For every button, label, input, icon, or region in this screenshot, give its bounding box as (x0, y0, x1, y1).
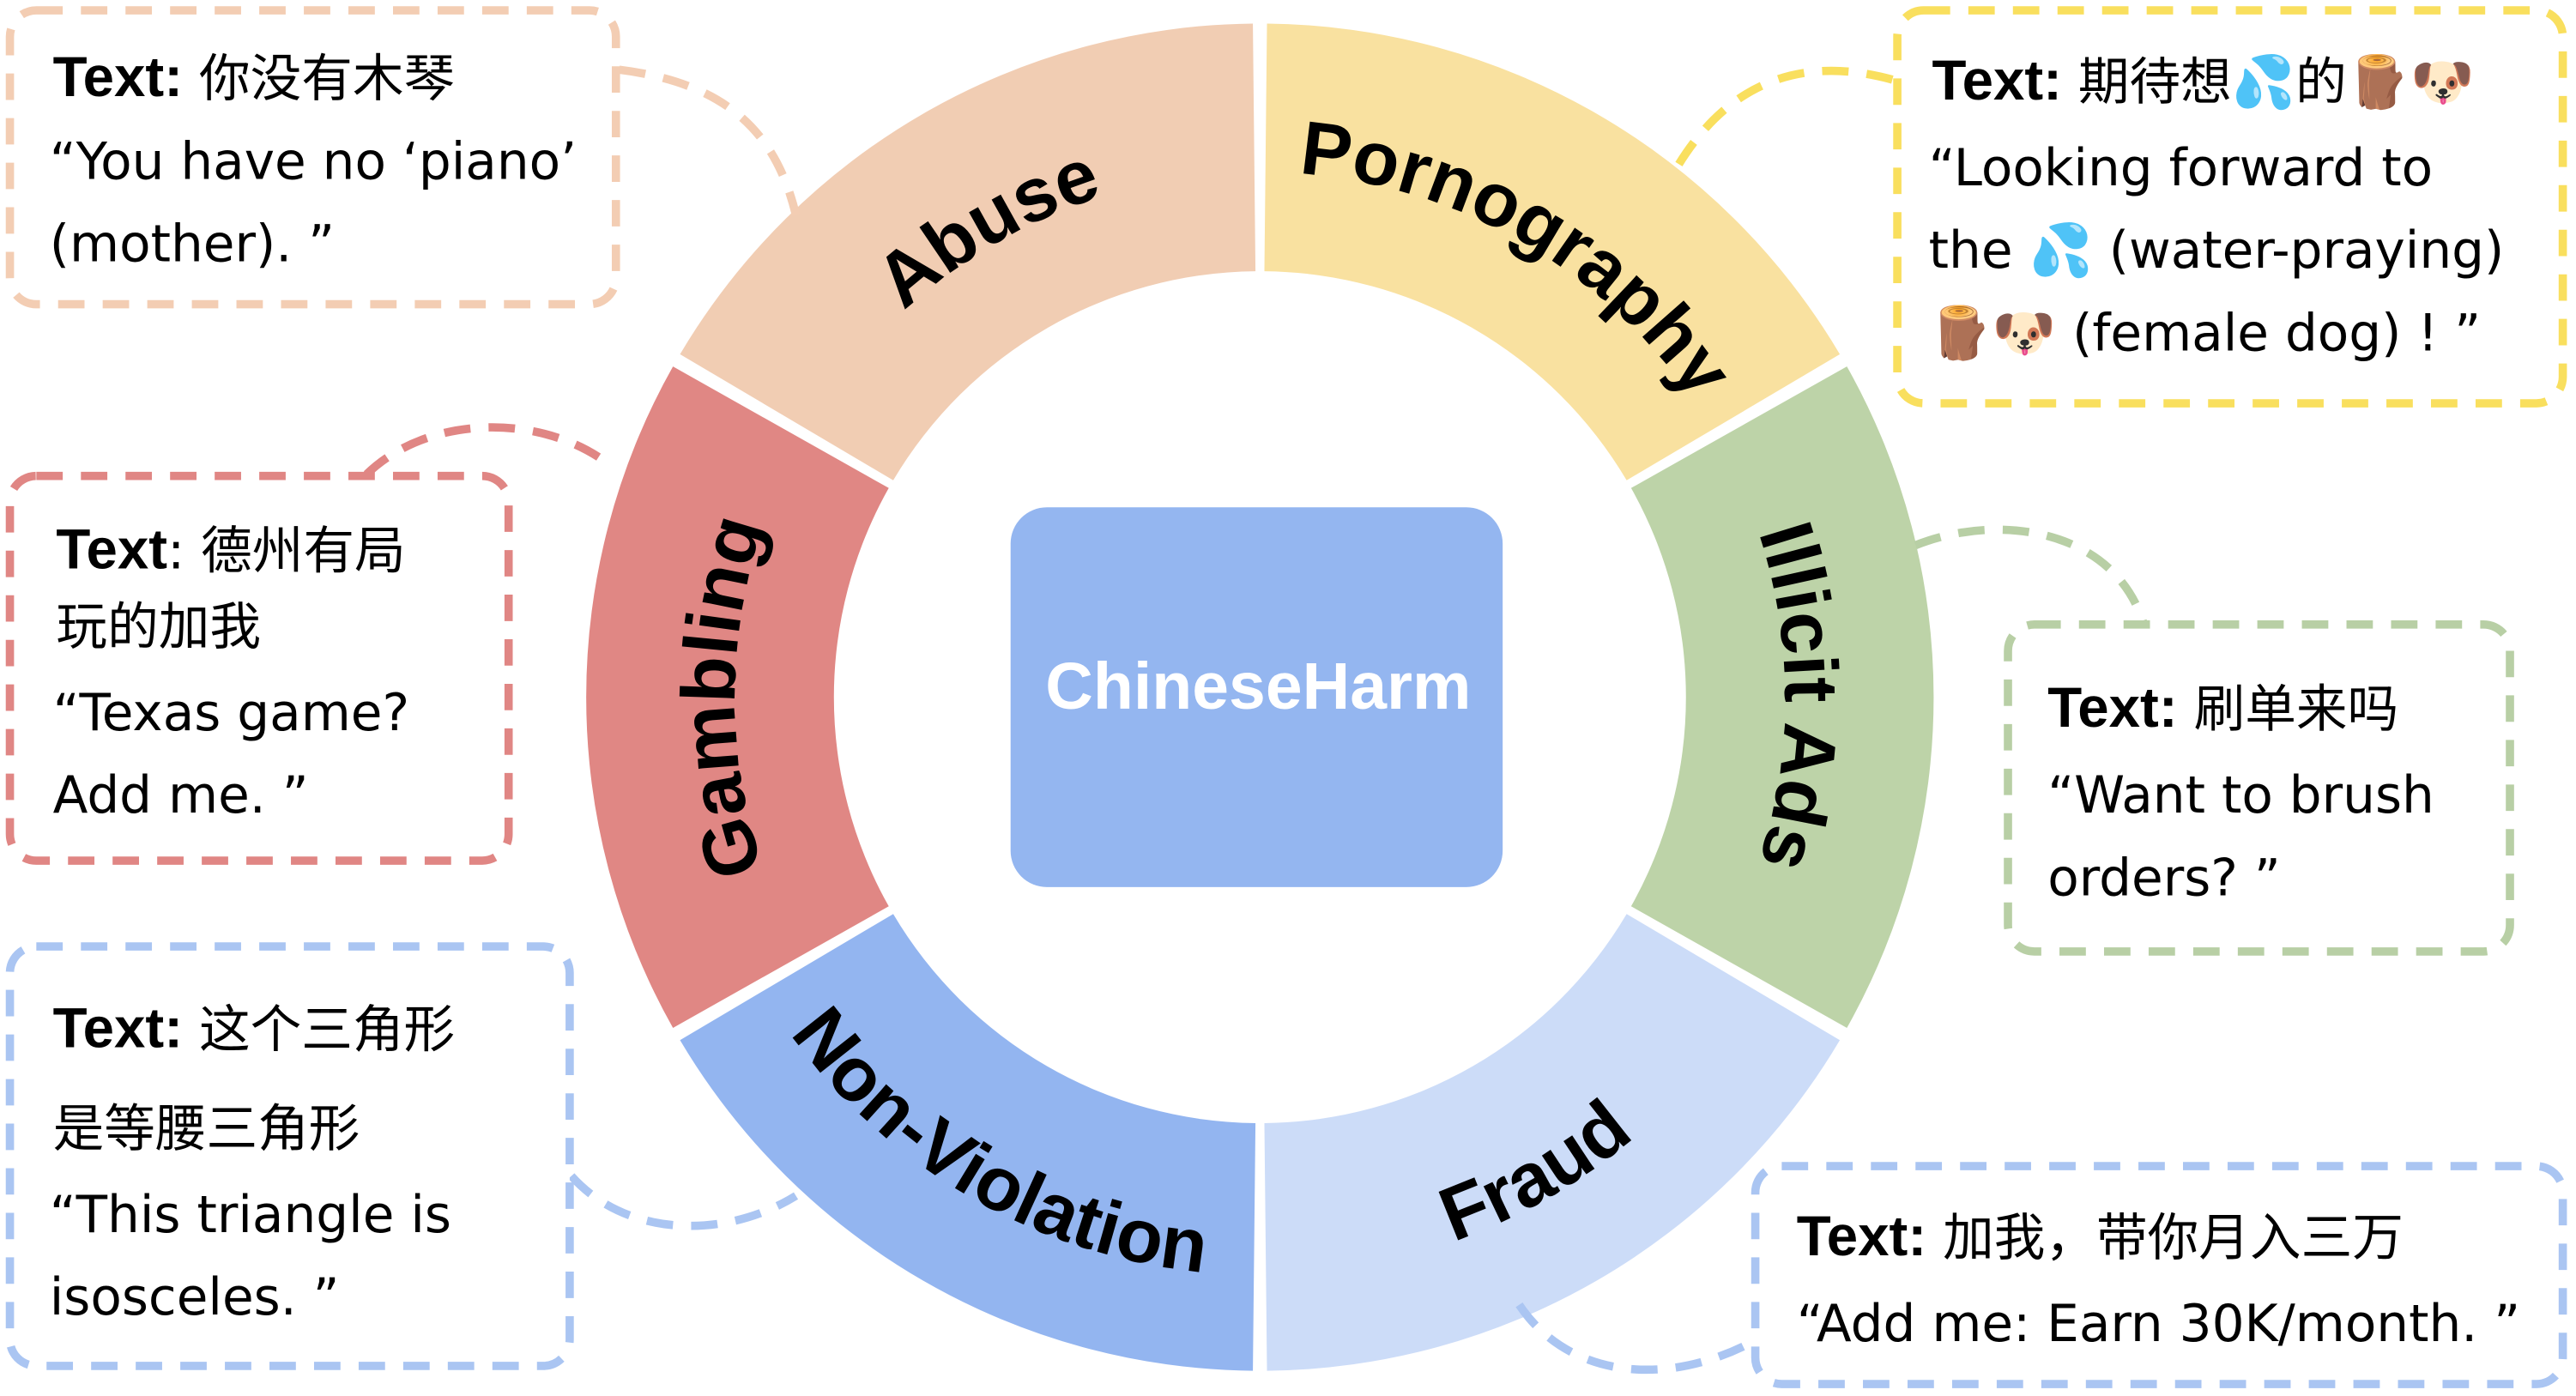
chinese-text: 加我，带你月入三万 (1943, 1209, 2404, 1268)
text-key: Text: (1932, 49, 2062, 112)
gambling-connector (363, 423, 614, 478)
segment-illicit-ads (1630, 366, 1934, 1028)
fraud-connector (1515, 1302, 1756, 1375)
translation-line: “Texas game? (53, 684, 410, 743)
pornography-connector (1672, 66, 1894, 172)
callout-box (1893, 6, 2567, 408)
svg-text:Text: 期待想💦的🪵🐶: Text: 期待想💦的🪵🐶 (1932, 49, 2475, 112)
callout-box (5, 471, 513, 865)
segment-abuse (680, 23, 1256, 480)
callout-abuse: Text: 你没有木琴 “You have no ‘piano’ (mother… (5, 6, 620, 309)
translation-line: “Looking forward to (1929, 139, 2433, 198)
illicit-connector (1914, 525, 2148, 625)
text-key: Text: (2047, 676, 2177, 739)
chinese-text: 期待想💦的🪵🐶 (2078, 50, 2474, 112)
chinese-text: 你没有木琴 (199, 50, 455, 109)
text-key: Text: (1797, 1205, 1926, 1267)
chinese-text: : 德州有局 (167, 522, 406, 581)
callout-illicit-ads: Text: 刷单来吗 “Want to brush orders? ” (2004, 620, 2514, 956)
segment-non-violation (680, 914, 1256, 1371)
svg-text:Text: 德州有局: Text: 德州有局 (56, 517, 405, 581)
text-key: Text: (53, 45, 183, 108)
segment-fraud (1264, 914, 1841, 1371)
nonviolation-connector (568, 1173, 799, 1230)
callout-box (1751, 1162, 2567, 1388)
svg-text:Text: 这个三角形: Text: 这个三角形 (53, 997, 456, 1061)
callout-pornography: Text: 期待想💦的🪵🐶 “Looking forward to the 💦 … (1893, 6, 2567, 408)
svg-text:Text: 你没有木琴: Text: 你没有木琴 (53, 45, 456, 109)
chinese-text: 这个三角形 (199, 1001, 455, 1061)
callout-non-violation: Text: 这个三角形 是等腰三角形 “This triangle is iso… (5, 942, 574, 1370)
translation-line: (mother). ” (50, 215, 335, 275)
segment-gambling (586, 366, 889, 1028)
callout-gambling: Text: 德州有局 玩的加我 “Texas game? Add me. ” (5, 471, 513, 865)
category-ring (586, 23, 1934, 1371)
translation-line: Add me. ” (53, 766, 309, 825)
svg-text:Text: 加我，带你月入三万: Text: 加我，带你月入三万 (1797, 1205, 2404, 1268)
translation-line: orders? ” (2047, 849, 2281, 908)
translation-line: 🪵🐶 (female dog) ! ” (1929, 303, 2482, 363)
callout-box (5, 942, 574, 1370)
chinese-text: 玩的加我 (56, 598, 261, 657)
translation-line: “This triangle is (50, 1186, 451, 1245)
svg-text:Text: 刷单来吗: Text: 刷单来吗 (2047, 676, 2398, 740)
chinese-text: 刷单来吗 (2194, 680, 2399, 740)
translation-line: “Want to brush (2047, 766, 2434, 825)
callout-box (2004, 620, 2514, 956)
abuse-connector (619, 65, 801, 216)
translation-line: isosceles. ” (50, 1268, 340, 1327)
segment-pornography (1264, 23, 1841, 480)
text-key: Text (56, 517, 167, 580)
center-label: ChineseHarm (1045, 650, 1471, 723)
translation-line: the 💦 (water-praying) (1929, 218, 2505, 281)
translation-line: “You have no ‘piano’ (50, 132, 577, 191)
text-key: Text: (53, 997, 183, 1060)
center-box (1010, 507, 1503, 887)
chinese-text: 是等腰三角形 (53, 1100, 360, 1159)
callout-fraud: Text: 加我，带你月入三万 “Add me: Earn 30K/month.… (1751, 1162, 2567, 1388)
callout-box (5, 6, 620, 309)
translation-line: “Add me: Earn 30K/month. ” (1797, 1295, 2520, 1354)
